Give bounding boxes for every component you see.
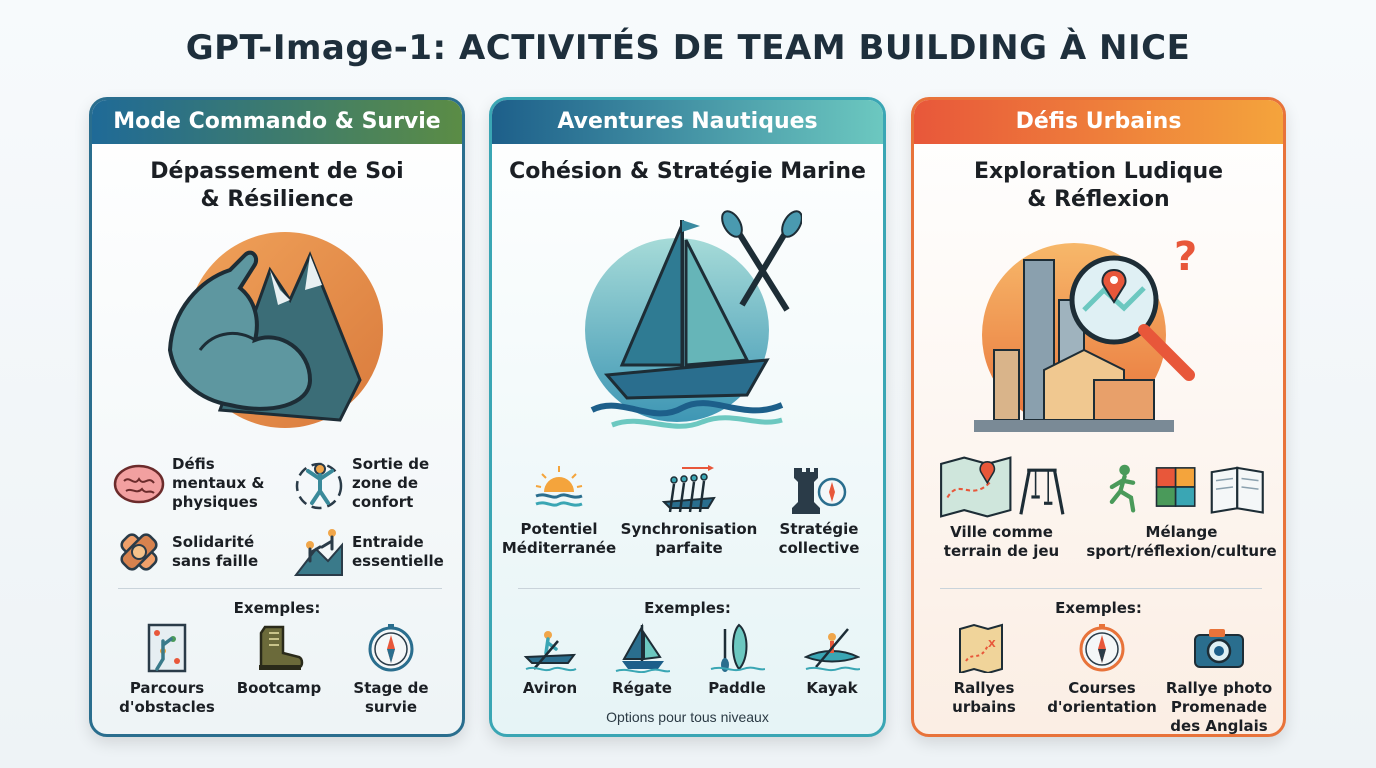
feature-item: Solidarité sans faille <box>112 525 258 579</box>
card-subtitle: Dépassement de Soi & Résilience <box>150 159 404 212</box>
feature-label: Synchronisation parfaite <box>620 520 758 557</box>
example-item: Parcours d'obstacles <box>102 623 232 717</box>
feature-label: Ville comme terrain de jeu <box>943 523 1060 560</box>
map-playground-icon <box>939 456 1064 518</box>
svg-text:X: X <box>988 639 996 650</box>
card-header: Aventures Nautiques <box>492 100 883 144</box>
feature-label: Entraide essentielle <box>352 533 444 570</box>
climbing-wall-icon <box>147 623 187 673</box>
card-nautique: Aventures Nautiques Cohésion & Stratégie… <box>489 97 886 737</box>
hands-together-icon <box>120 533 158 571</box>
example-item: X Rallyes urbains <box>919 623 1049 717</box>
examples-title: Exemples: <box>644 599 731 617</box>
brain-icon <box>113 464 165 503</box>
rowing-boat-icon <box>523 631 577 672</box>
card-header: Défis Urbains <box>914 100 1283 144</box>
runner-puzzle-book-icon <box>1109 464 1264 514</box>
feature-label: Solidarité sans faille <box>172 533 259 570</box>
example-label: Aviron <box>522 679 578 697</box>
sailboat-paddles-icon <box>585 210 802 429</box>
footnote: Options pour tous niveaux <box>606 709 769 725</box>
example-item: Rallye photo Promenade des Anglais <box>1154 623 1283 735</box>
feature-item: Mélange sport/réflexion/culture <box>1079 455 1283 561</box>
feature-label: Stratégie collective <box>778 520 860 557</box>
camera-icon <box>1194 629 1244 668</box>
compass-icon <box>368 624 414 672</box>
page-title: GPT-Image-1: ACTIVITÉS DE TEAM BUILDING … <box>185 28 1191 68</box>
breakout-person-icon <box>295 462 343 509</box>
flexed-arm-mountain-icon <box>167 232 383 428</box>
rowing-team-icon <box>661 465 716 513</box>
card-urbain: Défis Urbains Exploration Ludique & Réfl… <box>911 97 1286 737</box>
feature-item: Ville comme terrain de jeu <box>924 455 1079 561</box>
feature-label: Défis mentaux & physiques <box>172 455 265 511</box>
paddle-board-icon <box>710 623 765 672</box>
compass-icon <box>1079 624 1125 672</box>
feature-label: Sortie de zone de confort <box>352 455 430 511</box>
example-item: Bootcamp <box>214 623 344 698</box>
divider <box>518 588 860 589</box>
chess-rook-compass-icon <box>792 468 847 514</box>
example-label: Stage de survie <box>353 679 429 716</box>
example-label: Bootcamp <box>236 679 322 697</box>
city-magnifier-map-icon: ? <box>974 240 1197 432</box>
divider <box>940 588 1262 589</box>
example-label: Parcours d'obstacles <box>119 679 215 716</box>
card-subtitle: Exploration Ludique & Réflexion <box>973 159 1224 212</box>
feature-item: Défis mentaux & physiques <box>112 455 264 512</box>
divider <box>118 588 442 589</box>
feature-item: Stratégie collective <box>754 462 883 558</box>
feature-item: Synchronisation parfaite <box>614 462 764 558</box>
sunset-sea-icon <box>535 466 583 507</box>
example-label: Rallyes urbains <box>952 679 1016 716</box>
example-item: Courses d'orientation <box>1037 623 1167 717</box>
example-label: Paddle <box>708 679 766 697</box>
svg-text:?: ? <box>1174 240 1197 280</box>
example-label: Rallye photo Promenade des Anglais <box>1165 679 1273 735</box>
example-item: Stage de survie <box>326 623 456 717</box>
card-header: Mode Commando & Survie <box>92 100 462 144</box>
feature-label: Mélange sport/réflexion/culture <box>1086 523 1277 560</box>
boot-icon <box>259 625 304 670</box>
feature-item: Entraide essentielle <box>292 525 444 579</box>
card-subtitle: Cohésion & Stratégie Marine <box>509 159 866 184</box>
helping-hand-climb-icon <box>293 529 343 576</box>
feature-label: Potentiel Méditerranée <box>501 520 617 557</box>
example-item: Kayak <box>782 623 882 698</box>
example-label: Courses d'orientation <box>1047 679 1157 716</box>
card-commando: Mode Commando & Survie Dépassement de So… <box>89 97 465 737</box>
kayak-icon <box>804 628 860 672</box>
example-item: Régate <box>592 623 692 698</box>
regatta-sail-icon <box>615 623 670 673</box>
example-label: Kayak <box>806 679 858 697</box>
examples-title: Exemples: <box>1055 599 1142 617</box>
feature-item: Sortie de zone de confort <box>292 455 429 512</box>
feature-item: Potentiel Méditerranée <box>494 462 624 558</box>
example-label: Régate <box>612 679 672 697</box>
treasure-map-icon: X <box>959 623 1003 673</box>
example-item: Aviron <box>500 623 600 698</box>
examples-title: Exemples: <box>233 599 321 617</box>
example-item: Paddle <box>687 623 787 698</box>
